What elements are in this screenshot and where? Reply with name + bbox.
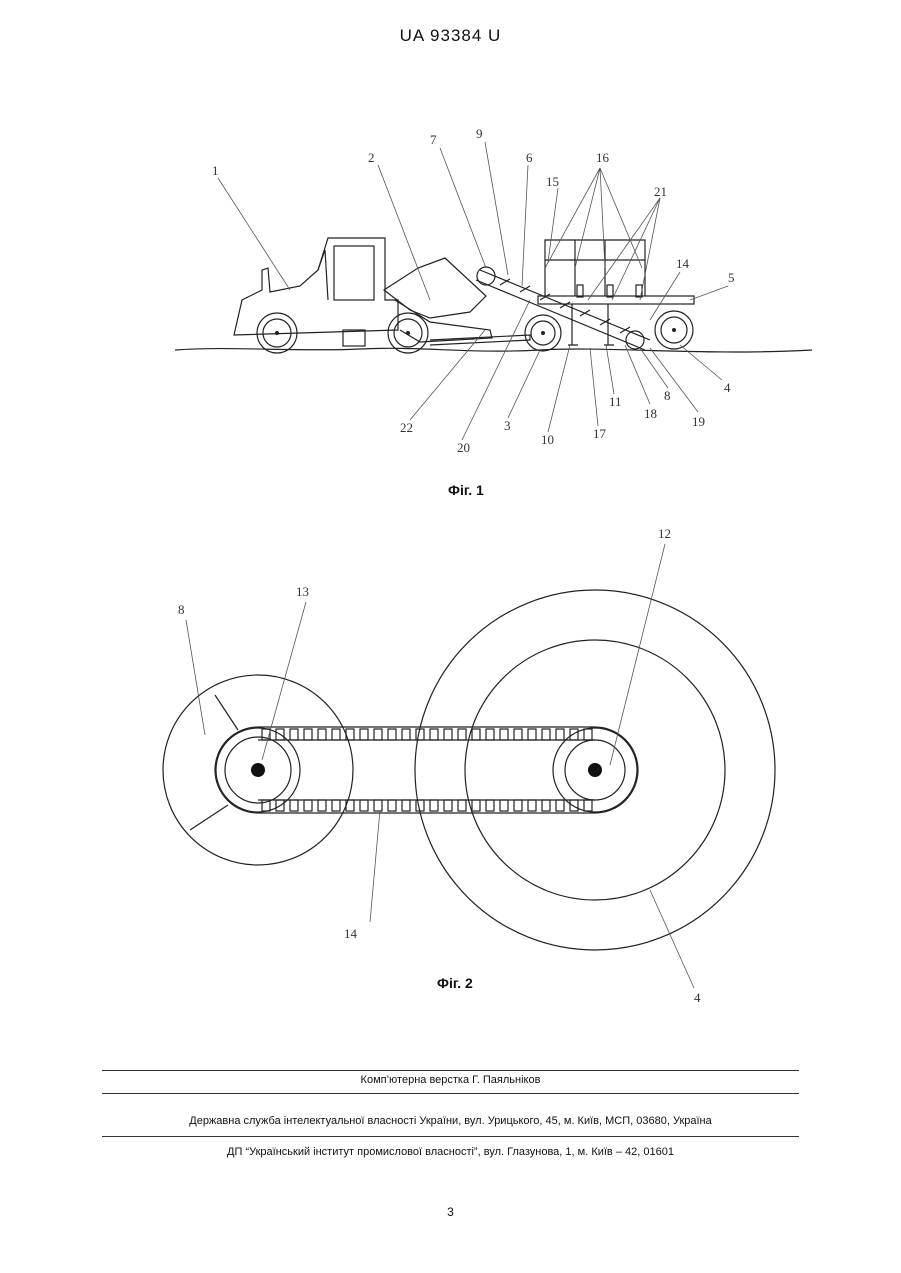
fig1-label-11: 11 xyxy=(609,394,622,409)
fig1-label-9: 9 xyxy=(476,126,483,141)
drive-chain-14 xyxy=(215,727,638,813)
footer-institute: ДП “Український інститут промислової вла… xyxy=(102,1146,799,1158)
page-number: 3 xyxy=(0,1205,901,1219)
figure-2-drawing: 8 13 12 14 4 Фіг. 2 xyxy=(0,520,901,1020)
fig1-label-10: 10 xyxy=(541,432,554,447)
fig2-label-4: 4 xyxy=(694,990,701,1005)
fig2-label-8: 8 xyxy=(178,602,185,617)
fig2-label-14: 14 xyxy=(344,926,358,941)
footer-rule-bottom xyxy=(102,1136,799,1137)
footer-typesetting: Комп’ютерна верстка Г. Паяльніков xyxy=(102,1074,799,1086)
footer-agency: Державна служба інтелектуальної власност… xyxy=(102,1115,799,1127)
tractor-rear-wheel xyxy=(388,313,428,353)
large-wheel-4 xyxy=(415,590,775,950)
fig1-label-1: 1 xyxy=(212,163,219,178)
fig1-label-7: 7 xyxy=(430,132,437,147)
tractor-front-wheel xyxy=(257,313,297,353)
fig1-label-15: 15 xyxy=(546,174,559,189)
fig1-label-3: 3 xyxy=(504,418,511,433)
fig1-label-6: 6 xyxy=(526,150,533,165)
trailer-front-wheel xyxy=(525,315,561,351)
fig1-label-17: 17 xyxy=(593,426,607,441)
trailer-rear-wheel xyxy=(655,311,693,349)
small-wheel-8 xyxy=(163,675,353,865)
figure-2-caption: Фіг. 2 xyxy=(437,975,473,991)
fig2-label-12: 12 xyxy=(658,526,671,541)
trailer-frame xyxy=(538,240,694,345)
loader-bucket xyxy=(384,258,492,342)
fig1-label-18: 18 xyxy=(644,406,657,421)
fig1-label-19: 19 xyxy=(692,414,705,429)
footer-rule-top xyxy=(102,1070,799,1071)
fig1-label-5: 5 xyxy=(728,270,735,285)
fig1-label-4: 4 xyxy=(724,380,731,395)
figure-1-caption: Фіг. 1 xyxy=(448,482,484,498)
fig1-label-16: 16 xyxy=(596,150,610,165)
fig1-label-14: 14 xyxy=(676,256,690,271)
inclined-conveyor xyxy=(476,267,650,350)
footer-rule-middle xyxy=(102,1093,799,1094)
fig1-label-2: 2 xyxy=(368,150,375,165)
fig2-label-13: 13 xyxy=(296,584,309,599)
figure-1-drawing: 1 2 7 9 6 16 15 21 14 5 4 19 8 18 11 17 … xyxy=(0,0,901,520)
fig1-label-21: 21 xyxy=(654,184,667,199)
fig1-label-20: 20 xyxy=(457,440,470,455)
fig1-label-22: 22 xyxy=(400,420,413,435)
tractor-body xyxy=(234,238,398,346)
fig1-label-8: 8 xyxy=(664,388,671,403)
